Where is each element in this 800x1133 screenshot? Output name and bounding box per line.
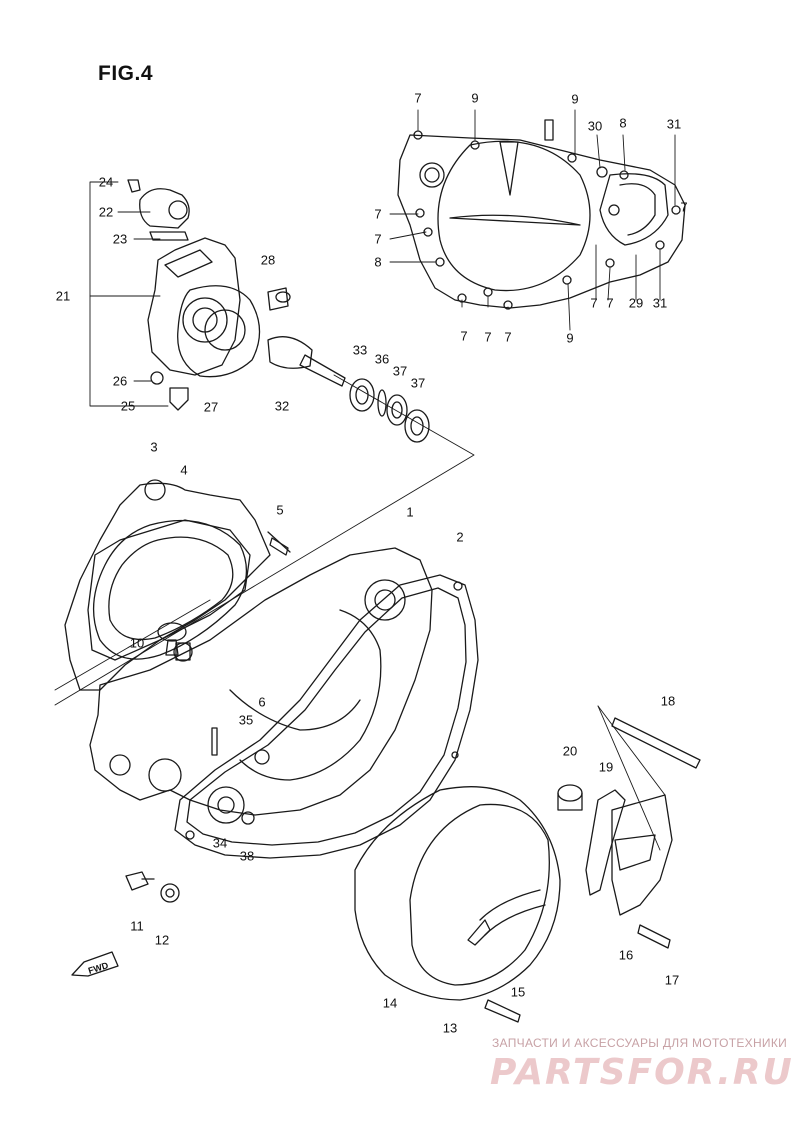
- callout-36: 36: [374, 351, 390, 367]
- callout-23: 23: [112, 231, 128, 247]
- callout-20: 20: [562, 743, 578, 759]
- callout-8: 8: [619, 115, 627, 131]
- callout-12: 12: [154, 932, 170, 948]
- callout-7: 7: [590, 295, 598, 311]
- callout-31: 31: [666, 116, 682, 132]
- callout-9: 9: [471, 90, 479, 106]
- chain-guard-drawing: [557, 717, 701, 949]
- small-parts-drawing: [125, 642, 193, 903]
- callout-9: 9: [566, 330, 574, 346]
- callout-30: 30: [587, 118, 603, 134]
- callout-31: 31: [652, 295, 668, 311]
- callout-37: 37: [410, 375, 426, 391]
- callout-7: 7: [606, 295, 614, 311]
- callout-13: 13: [442, 1020, 458, 1036]
- callout-7: 7: [374, 206, 382, 222]
- callout-7: 7: [484, 329, 492, 345]
- callout-32: 32: [274, 398, 290, 414]
- callout-33: 33: [352, 342, 368, 358]
- callout-27: 27: [203, 399, 219, 415]
- leader-lines: [54, 109, 676, 851]
- callout-7: 7: [374, 231, 382, 247]
- callout-24: 24: [98, 174, 114, 190]
- callout-22: 22: [98, 204, 114, 220]
- callout-26: 26: [112, 373, 128, 389]
- watermark-tagline: ЗАПЧАСТИ И АКСЕССУАРЫ ДЛЯ МОТОТЕХНИКИ: [492, 1036, 788, 1050]
- crankcase-drawing: [64, 479, 433, 816]
- callout-6: 6: [258, 694, 266, 710]
- fwd-arrow: [71, 951, 119, 977]
- callout-21: 21: [55, 288, 71, 304]
- callout-3: 3: [150, 439, 158, 455]
- figure-title: FIG.4: [98, 62, 154, 85]
- callout-15: 15: [510, 984, 526, 1000]
- callout-35: 35: [238, 712, 254, 728]
- callout-19: 19: [598, 759, 614, 775]
- callout-14: 14: [382, 995, 398, 1011]
- callout-25: 25: [120, 398, 136, 414]
- bearings-drawing: [349, 378, 430, 443]
- callout-18: 18: [660, 693, 676, 709]
- callout-7: 7: [504, 329, 512, 345]
- generator-cover-drawing: [354, 786, 561, 1023]
- callout-7: 7: [414, 90, 422, 106]
- callout-10: 10: [129, 635, 145, 651]
- callout-29: 29: [628, 295, 644, 311]
- callout-34: 34: [212, 835, 228, 851]
- callout-4: 4: [180, 462, 188, 478]
- callout-7: 7: [460, 328, 468, 344]
- callout-2: 2: [456, 529, 464, 545]
- clutch-cover-drawing: [397, 119, 686, 310]
- callout-38: 38: [239, 848, 255, 864]
- callout-17: 17: [664, 972, 680, 988]
- callout-1: 1: [406, 504, 414, 520]
- callout-28: 28: [260, 252, 276, 268]
- kickstarter-drawing: [207, 786, 255, 825]
- callout-5: 5: [276, 502, 284, 518]
- callout-16: 16: [618, 947, 634, 963]
- callout-9: 9: [571, 91, 579, 107]
- watermark-logo: PARTSFOR.RU: [490, 1052, 794, 1093]
- callout-7: 7: [680, 199, 688, 215]
- callout-11: 11: [130, 918, 144, 934]
- callout-37: 37: [392, 363, 408, 379]
- callout-8: 8: [374, 254, 382, 270]
- water-pump-drawing: [127, 179, 346, 411]
- gasket-drawing: [174, 574, 479, 859]
